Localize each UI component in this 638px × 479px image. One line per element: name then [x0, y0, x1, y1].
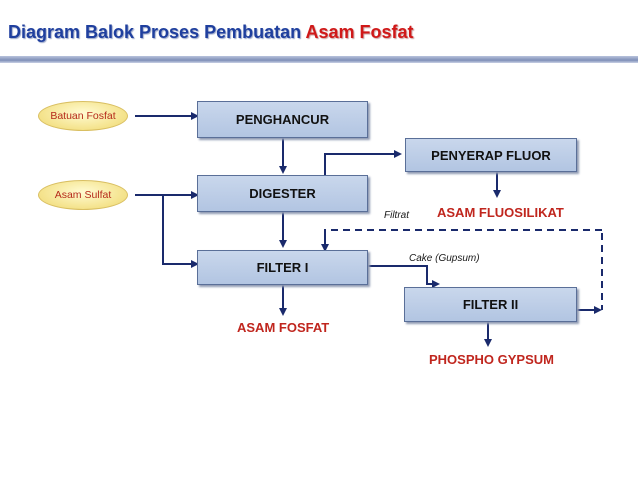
penghancur-label: PENGHANCUR: [235, 112, 330, 127]
arrow-asam-to-filter1: [150, 194, 199, 268]
title-main: Diagram Balok Proses Pembuatan: [8, 22, 302, 42]
box-filter1: FILTER I: [197, 250, 368, 285]
filter1-label: FILTER I: [256, 260, 309, 275]
digester-label: DIGESTER: [249, 186, 316, 201]
input-asam-sulfat: Asam Sulfat: [38, 180, 128, 210]
output-phospho-gypsum: PHOSPHO GYPSUM: [429, 352, 554, 367]
filter2-label: FILTER II: [462, 297, 519, 312]
box-filter2: FILTER II: [404, 287, 577, 322]
note-filtrat: Filtrat: [384, 210, 409, 221]
penyerap-label: PENYERAP FLUOR: [431, 147, 551, 163]
title-highlight: Asam Fosfat: [305, 22, 414, 42]
title-rule: [0, 56, 638, 63]
input-batuan-fosfat: Batuan Fosfat: [38, 101, 128, 131]
output-asam-fosfat: ASAM FOSFAT: [237, 320, 330, 335]
batuan-fosfat-label: Batuan Fosfat: [50, 110, 116, 122]
box-digester: DIGESTER: [197, 175, 368, 212]
arrow-filter1-to-filter2: [368, 265, 440, 288]
box-penyerap-fluor: PENYERAP FLUOR: [405, 138, 577, 172]
box-penghancur: PENGHANCUR: [197, 101, 368, 138]
output-asam-fluosilikat: ASAM FLUOSILIKAT: [437, 205, 564, 220]
note-cake-gupsum: Cake (Gupsum): [409, 253, 480, 264]
asam-sulfat-label: Asam Sulfat: [54, 189, 112, 201]
page-title: Diagram Balok Proses Pembuatan Asam Fosf…: [8, 22, 413, 43]
